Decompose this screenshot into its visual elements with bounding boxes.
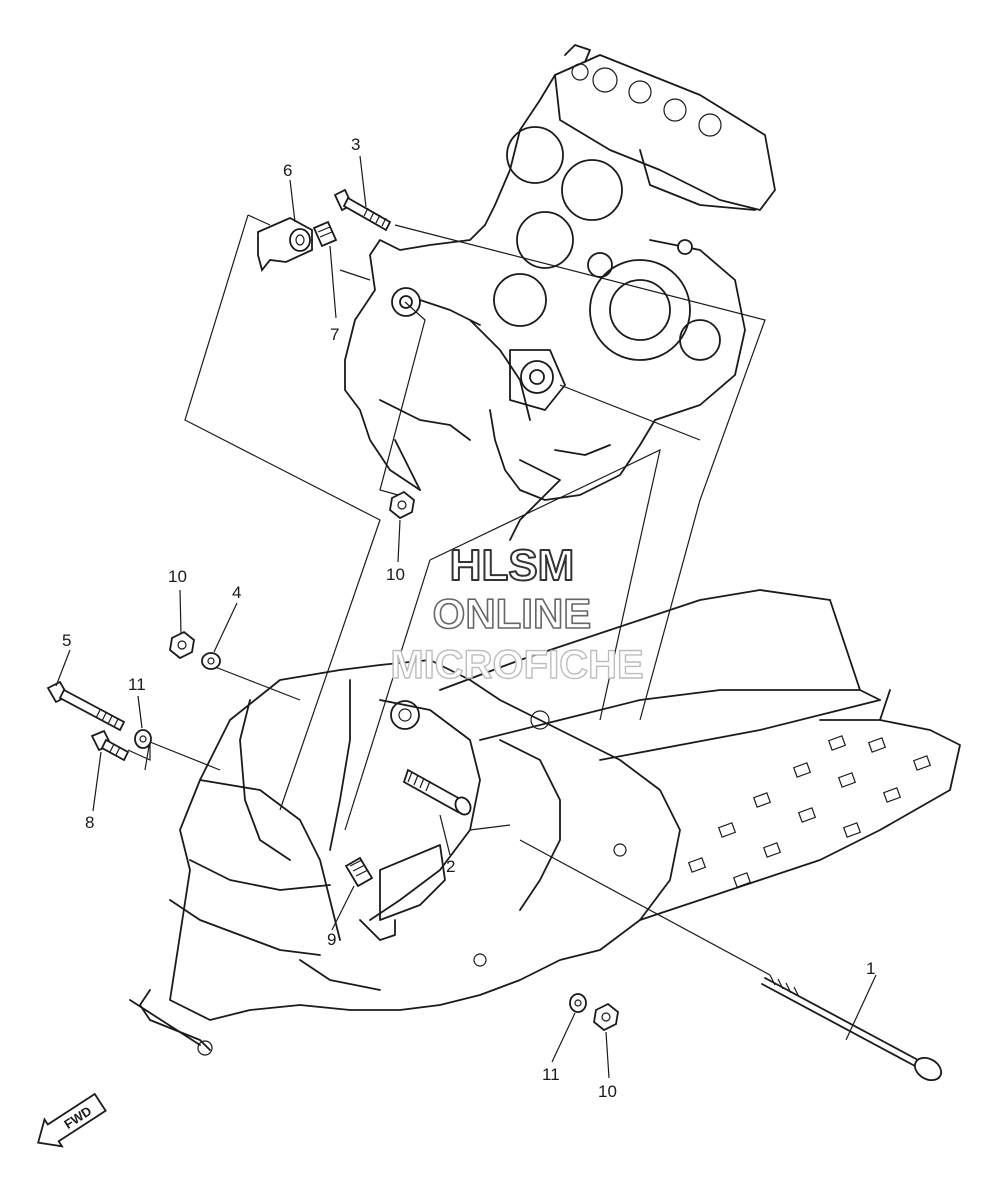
engine-assembly	[344, 44, 776, 541]
callout-2: 2	[446, 857, 455, 876]
part-10-nut-lower	[593, 1002, 619, 1032]
callout-11a: 11	[128, 675, 146, 694]
part-8-bolt	[90, 729, 130, 762]
callout-5: 5	[62, 631, 71, 650]
callout-7: 7	[330, 325, 339, 344]
running-board-holes	[687, 735, 932, 888]
callout-labels: 1 2 3 4 5 6 7 8 9 10 10 10 11 11	[62, 135, 875, 1101]
part-11-washer-left	[134, 729, 152, 749]
frame-assembly	[129, 589, 961, 1056]
part-5-bolt	[46, 680, 126, 732]
part-10-nut-left	[169, 630, 195, 660]
part-9-stud	[344, 856, 374, 888]
watermark-line-3: MICROFICHE	[390, 643, 643, 687]
part-4-washer	[201, 652, 221, 670]
callout-4: 4	[232, 583, 241, 602]
part-1-long-bolt	[761, 974, 943, 1082]
callout-3: 3	[351, 135, 360, 154]
callout-10a: 10	[386, 565, 405, 584]
callout-9: 9	[327, 930, 336, 949]
part-6-bracket	[257, 216, 313, 272]
watermark-line-1: HLSM	[450, 541, 575, 590]
leader-lines	[55, 155, 877, 1079]
part-3-bolt	[333, 188, 392, 232]
part-7-collar	[312, 220, 338, 248]
alignment-lines	[127, 214, 771, 976]
part-10-nut-upper	[389, 490, 415, 520]
fwd-arrow-icon: FWD	[36, 1092, 107, 1148]
callout-11b: 11	[542, 1065, 560, 1084]
callout-10b: 10	[168, 567, 187, 586]
watermark: HLSM ONLINE MICROFICHE	[390, 540, 645, 688]
callout-8: 8	[85, 813, 94, 832]
callout-6: 6	[283, 161, 292, 180]
callout-1: 1	[866, 959, 875, 978]
callout-10c: 10	[598, 1082, 617, 1101]
part-11-washer-lower	[569, 993, 587, 1013]
part-2-stud-bolt	[402, 768, 472, 816]
watermark-line-2: ONLINE	[433, 590, 592, 637]
